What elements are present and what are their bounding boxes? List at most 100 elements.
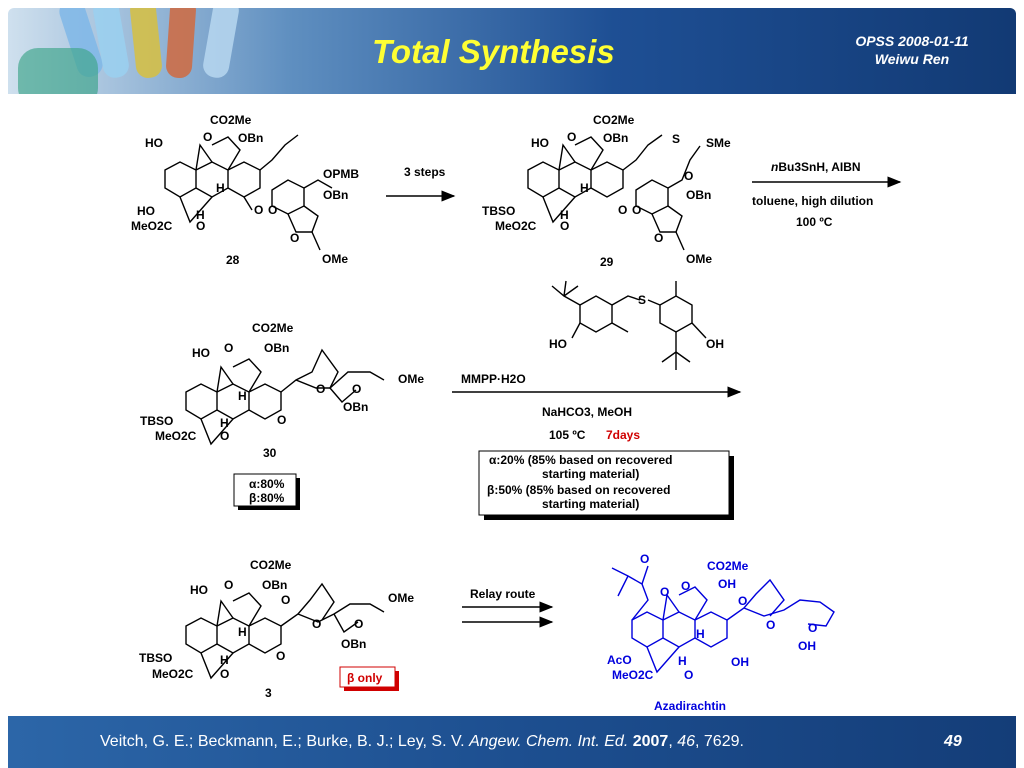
c29-h-1: H <box>580 181 589 195</box>
c30-co2me: CO2Me <box>252 321 294 335</box>
c3-meo2c: MeO2C <box>152 667 194 681</box>
citation-pages: 7629. <box>703 733 744 750</box>
reaction-2-solvent: toluene, high dilution <box>752 194 873 208</box>
c28-meo2c: MeO2C <box>131 219 173 233</box>
c28-o-bridge: O <box>196 219 205 233</box>
header-meta: OPSS 2008-01-11 Weiwu Ren <box>842 32 982 68</box>
c3-o-furan: O <box>354 617 363 631</box>
c3-co2me: CO2Me <box>250 558 292 572</box>
yield-30-alpha: α:80% <box>249 477 285 491</box>
beta-only-box: β only <box>339 666 399 691</box>
page-title: Total Synthesis <box>372 33 615 70</box>
c30-o-ring: O <box>224 341 233 355</box>
reaction-3-conditions: NaHCO3, MeOH <box>542 405 632 419</box>
compound-azadirachtin: O O CO2Me OH O H H AcO MeO2C O OH O O O … <box>607 552 835 713</box>
c3-o-pyran: O <box>312 617 321 631</box>
c30-ho: HO <box>192 346 210 360</box>
yield-box-main: α:20% (85% based on recovered starting m… <box>478 450 734 520</box>
c3-ketone-o: O <box>276 649 285 663</box>
aza-o-ester: O <box>660 585 669 599</box>
c29-obn: OBn <box>603 131 628 145</box>
c29-h-2: H <box>560 208 569 222</box>
relay-route-label: Relay route <box>470 587 536 601</box>
c29-ketone-o: O <box>618 203 627 217</box>
header-banner <box>8 8 1016 94</box>
c30-ome: OMe <box>398 372 424 386</box>
yield-beta-line2: starting material) <box>542 497 639 511</box>
reaction-2-reagent: nBu3SnH, AIBN <box>771 160 861 174</box>
c28-ketone-o: O <box>254 203 263 217</box>
aza-o-ring: O <box>681 579 690 593</box>
c30-obn: OBn <box>264 341 289 355</box>
aza-o-bridge: O <box>684 668 693 682</box>
c28-o-furan: O <box>290 231 299 245</box>
c29-o-xanthate: O <box>684 169 693 183</box>
c30-meo2c: MeO2C <box>155 429 197 443</box>
test-tubes-icon <box>18 8 239 94</box>
c29-sme: SMe <box>706 136 731 150</box>
citation: Veitch, G. E.; Beckmann, E.; Burke, B. J… <box>100 733 744 750</box>
reaction-3-time: 7days <box>606 428 640 442</box>
aza-h-2: H <box>678 654 687 668</box>
c30-h-2: H <box>220 416 229 430</box>
reaction-3-temp: 105 ºC <box>549 428 586 442</box>
thioether-additive: S HO OH <box>549 280 724 370</box>
footer-banner <box>8 716 1016 768</box>
header-background <box>8 8 1016 94</box>
yield-alpha-line2: starting material) <box>542 467 639 481</box>
c29-s: S <box>672 132 680 146</box>
c28-h-2: H <box>196 208 205 222</box>
c28-o-ring: O <box>203 130 212 144</box>
c29-tbso: TBSO <box>482 204 515 218</box>
c28-ho-bottom: HO <box>137 204 155 218</box>
aza-name: Azadirachtin <box>654 699 726 713</box>
aza-oh-bottom: OH <box>731 655 749 669</box>
citation-volume: 46 <box>677 733 695 750</box>
c30-h-1: H <box>238 389 247 403</box>
aza-meo2c: MeO2C <box>612 668 654 682</box>
c30-o-furan: O <box>352 382 361 396</box>
c28-co2me: CO2Me <box>210 113 252 127</box>
compound-28: CO2Me OBn HO O H H HO MeO2C O O OPMB OBn… <box>131 113 359 267</box>
c28-ho-top: HO <box>145 136 163 150</box>
c30-obn-2: OBn <box>343 400 368 414</box>
c3-obn-2: OBn <box>341 637 366 651</box>
c29-ho: HO <box>531 136 549 150</box>
compound-30: CO2Me OBn HO O H H TBSO MeO2C O O O O OM… <box>140 321 424 460</box>
c29-o-bridge: O <box>560 219 569 233</box>
footer-background <box>8 716 1016 768</box>
reaction-3-reagent: MMPP·H2O <box>461 372 526 386</box>
compound-29: CO2Me OBn HO O H H TBSO MeO2C O O S SMe … <box>482 113 731 269</box>
yield-alpha-line1: α:20% (85% based on recovered <box>489 453 672 467</box>
c28-opmb: OPMB <box>323 167 359 181</box>
c3-o-bridge: O <box>220 667 229 681</box>
thioether-ho: HO <box>549 337 567 351</box>
yield-box-30: α:80% β:80% <box>233 473 300 510</box>
presentation-date: OPSS 2008-01-11 <box>855 33 969 49</box>
c29-label: 29 <box>600 255 614 269</box>
c30-o-pyran: O <box>316 382 325 396</box>
compound-3: CO2Me OBn HO O H H TBSO MeO2C O O O O O … <box>139 558 414 700</box>
aza-co2me: CO2Me <box>707 559 749 573</box>
aza-o-epoxide: O <box>738 594 747 608</box>
aza-oh-top: OH <box>718 577 736 591</box>
c3-o-epoxide: O <box>281 593 290 607</box>
c28-obn-2: OBn <box>323 188 348 202</box>
c28-ome: OMe <box>322 252 348 266</box>
c3-o-ring: O <box>224 578 233 592</box>
aza-o-pyran: O <box>766 618 775 632</box>
c30-o-bridge: O <box>220 429 229 443</box>
c28-label: 28 <box>226 253 240 267</box>
c3-h-2: H <box>220 653 229 667</box>
page-number: 49 <box>944 733 962 750</box>
c29-co2me: CO2Me <box>593 113 635 127</box>
aza-o-carbonyl: O <box>640 552 649 566</box>
citation-journal: Angew. Chem. Int. Ed. <box>469 733 629 750</box>
yield-beta-line1: β:50% (85% based on recovered <box>487 483 670 497</box>
c30-label: 30 <box>263 446 277 460</box>
c3-h-1: H <box>238 625 247 639</box>
c30-tbso: TBSO <box>140 414 173 428</box>
yield-30-beta: β:80% <box>249 491 285 505</box>
c29-o-furan: O <box>654 231 663 245</box>
c29-meo2c: MeO2C <box>495 219 537 233</box>
